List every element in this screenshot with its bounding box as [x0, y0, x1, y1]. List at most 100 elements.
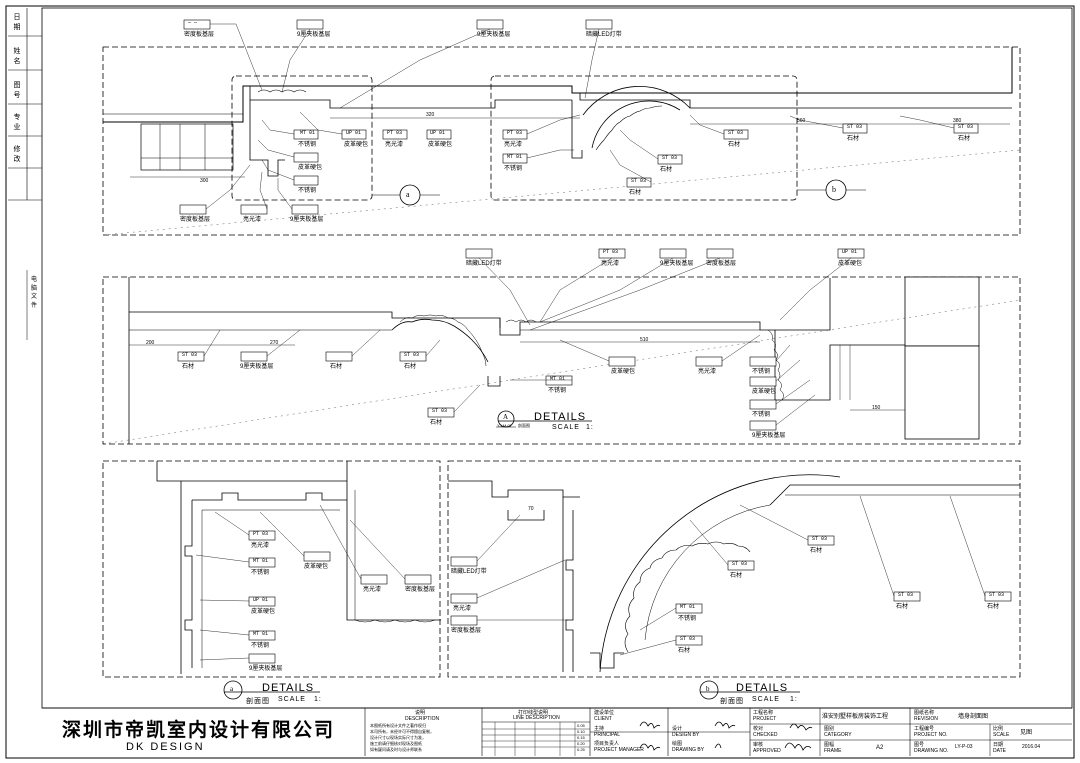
line-weight: 0.05: [577, 723, 585, 728]
client-label: 建设单位: [594, 710, 615, 716]
label-mt: 不锈钢: [298, 188, 317, 194]
drawing-by-label-en: DRAWING BY: [672, 747, 705, 753]
frame-label-en: FRAME: [824, 748, 842, 754]
dim-label: 270: [270, 340, 279, 346]
label-st: 石材: [330, 364, 343, 370]
checked-label-en: CHECKED: [753, 732, 778, 738]
label-up: 皮革硬包: [251, 609, 276, 615]
company-name: 深圳市帝凯室内设计有限公司: [62, 719, 336, 741]
label-st: 石材: [629, 190, 642, 196]
detail-a-scale-label: SCALE: [278, 696, 306, 703]
project-no-label-en: PROJECT NO.: [914, 732, 948, 738]
detail-b-scale-label: SCALE: [752, 696, 780, 703]
tag-up: UP 01: [253, 597, 269, 603]
revision-value: 墙身剖面图: [958, 714, 989, 720]
detail-a-sub: 剖面图: [246, 698, 270, 705]
label-plywood-pt: 9厘夹板基层: [752, 433, 786, 439]
detail-a-title: DETAILS: [534, 411, 587, 423]
dim-label: 70: [528, 506, 534, 512]
dim-label: 380: [953, 118, 962, 124]
line-weight: 0.20: [577, 741, 585, 746]
sidebar-label-drawing: 图号: [13, 81, 21, 100]
label-st: 石材: [660, 167, 673, 173]
tag-st: ST 03: [680, 636, 696, 642]
drawing-no-label-en: DRAWING NO.: [914, 748, 949, 754]
scale-label: 比例: [993, 726, 1004, 732]
label-pt: 亮光漆: [243, 217, 262, 223]
dim-label: 300: [200, 178, 209, 184]
desc-line: 设计尺寸以现场实际尺寸为准，: [370, 735, 426, 740]
principal-label: 主持: [594, 726, 605, 732]
detail-b-scale: 1:: [790, 696, 798, 703]
drawing-by-label: 绘图: [672, 741, 683, 747]
label-plywood: 9厘夹板基层: [240, 364, 274, 370]
detail-ref-suffix: 剖面图: [518, 423, 530, 428]
tag-st: ST 03: [404, 352, 420, 358]
label-st: 石材: [896, 604, 909, 610]
dim-label: 200: [146, 340, 155, 346]
label-plywood: 9厘夹板基层: [477, 32, 511, 38]
tag-st: ST 03: [631, 178, 647, 184]
line-weight: 0.25: [577, 747, 585, 752]
label-mt: 不锈钢: [504, 166, 523, 172]
label-st: 石材: [430, 420, 443, 426]
frame-label: 图幅: [824, 742, 835, 748]
label-mt: 不锈钢: [678, 616, 697, 622]
revision-label-en: REVISION: [914, 716, 938, 722]
tag-up: UP 01: [842, 249, 858, 255]
dim-label: 510: [640, 337, 649, 343]
label-up: 皮革硬包: [298, 165, 323, 171]
line-desc-title: 打印线型说明: [518, 710, 549, 716]
tag-up: UP 01: [430, 130, 446, 136]
label-st: 石材: [728, 142, 741, 148]
label-mt: 不锈钢: [752, 369, 771, 375]
tag-up: UP 01: [346, 130, 362, 136]
detail-a-heading: DETAILS: [262, 682, 315, 694]
detail-b-circle-label: b: [706, 685, 710, 693]
detail-b-heading: DETAILS: [736, 682, 789, 694]
tag-blank: — —: [188, 20, 198, 26]
desc-title-en: DESCRIPTION: [405, 716, 440, 722]
tag-st: ST 03: [898, 592, 914, 598]
label-plywood: 9厘夹板基层: [660, 261, 694, 267]
frame-value: A2: [876, 745, 884, 751]
principal-label-en: PRINCIPAL: [594, 732, 621, 738]
label-dense-board: 密度板基层: [180, 217, 211, 223]
drawing-no-value: LY-P-03: [955, 744, 973, 750]
desc-line: 施工前请仔细核对现场及图纸: [370, 741, 422, 746]
label-pt: 亮光漆: [698, 369, 717, 375]
label-st: 石材: [404, 364, 417, 370]
scale-label-en: SCALE: [993, 732, 1010, 738]
label-plywood: 9厘夹板基层: [297, 32, 331, 38]
company-name-en: DK DESIGN: [126, 741, 205, 753]
label-led: 暗藏LED灯带: [451, 569, 487, 575]
tag-mt: MT 01: [253, 558, 269, 564]
tag-st: ST 03: [662, 155, 678, 161]
label-st: 石材: [987, 604, 1000, 610]
category-label-en: CATEGORY: [824, 732, 852, 738]
dim-label: 320: [426, 112, 435, 118]
tag-pt: PT 03: [387, 130, 403, 136]
tag-st: ST 03: [812, 536, 828, 542]
label-st: 石材: [810, 548, 823, 554]
label-plywood: 9厘夹板基层: [249, 666, 283, 672]
detail-scale-label: SCALE: [552, 424, 580, 431]
tag-mt: MT 01: [253, 631, 269, 637]
scale-value: 见图: [1020, 730, 1033, 736]
design-label: 设计: [672, 726, 683, 732]
sidebar-file-label: 电脑文件: [30, 276, 37, 310]
tag-st: ST 03: [728, 130, 744, 136]
category-label: 图别: [824, 726, 835, 732]
label-pt: 亮光漆: [385, 142, 404, 148]
label-mt: 不锈钢: [251, 570, 270, 576]
tag-pt: PT 03: [253, 531, 269, 537]
line-weight: 0.15: [577, 735, 585, 740]
detail-b-sub: 剖面图: [720, 698, 744, 705]
sidebar-label-discipline: 专业: [13, 113, 21, 132]
label-dense-board: 密度板基层: [706, 261, 737, 267]
section-marker-a: a: [406, 190, 410, 199]
section-marker-b: b: [832, 185, 836, 194]
detail-a-scale: 1:: [314, 696, 322, 703]
label-up: 皮革硬包: [428, 142, 453, 148]
